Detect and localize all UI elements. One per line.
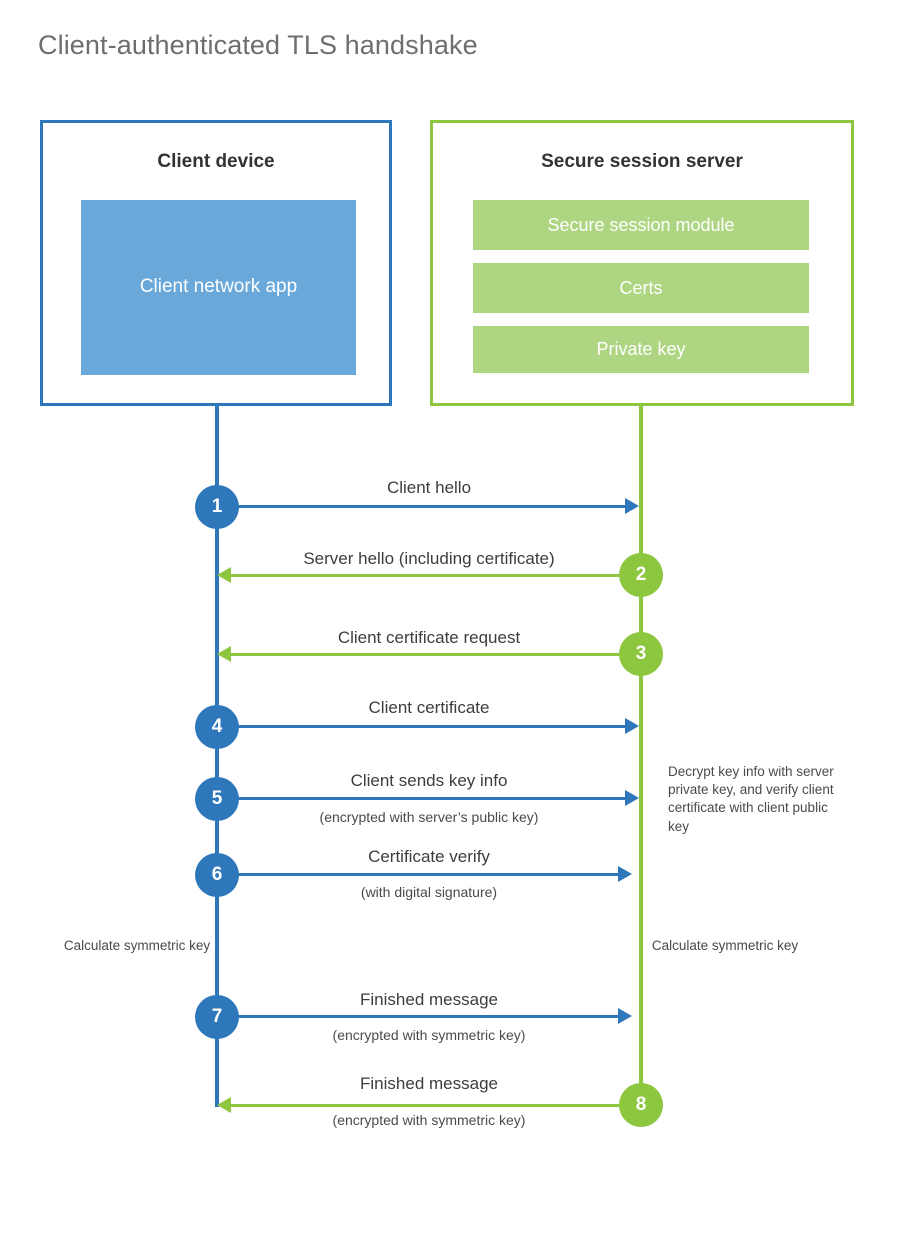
step-3-arrow-line: [231, 653, 641, 656]
server-block-secure-session-module: Secure session module: [473, 200, 809, 250]
step-2-label: Server hello (including certificate): [303, 549, 555, 568]
step-8-sublabel: (encrypted with symmetric key): [332, 1112, 526, 1128]
step-6-arrow-line: [217, 873, 620, 876]
server-calculate-symmetric-key-annotation: Calculate symmetric key: [651, 938, 799, 953]
step-circle-4[interactable]: 4: [195, 705, 239, 749]
client-device-title: Client device: [157, 151, 275, 172]
step-circle-8[interactable]: 8: [619, 1083, 663, 1127]
client-lifeline: [215, 403, 219, 1107]
step-circle-2[interactable]: 2: [619, 553, 663, 597]
step-circle-6[interactable]: 6: [195, 853, 239, 897]
client-calculate-symmetric-key-annotation: Calculate symmetric key: [63, 938, 211, 953]
step-2-arrow-line: [231, 574, 641, 577]
client-device-box: Client device Client network app: [40, 120, 392, 406]
step-4-arrow-line: [217, 725, 627, 728]
step-7-sublabel: (encrypted with symmetric key): [332, 1027, 526, 1043]
server-decrypt-annotation: Decrypt key info with server private key…: [668, 764, 834, 834]
step-6-label: Certificate verify: [368, 847, 490, 866]
step-7-arrow-head: [618, 1008, 632, 1024]
page-title: Client-authenticated TLS handshake: [38, 30, 478, 60]
step-2-arrow-head: [217, 567, 231, 583]
step-6-arrow-head: [618, 866, 632, 882]
step-circle-5[interactable]: 5: [195, 777, 239, 821]
step-circle-3[interactable]: 3: [619, 632, 663, 676]
server-lifeline: [639, 403, 643, 1107]
step-1-arrow-head: [625, 498, 639, 514]
server-block-certs: Certs: [473, 263, 809, 313]
step-4-arrow-head: [625, 718, 639, 734]
secure-session-server-title: Secure session server: [541, 151, 743, 172]
step-1-label: Client hello: [386, 478, 472, 497]
step-4-label: Client certificate: [368, 698, 490, 717]
step-5-label: Client sends key info: [350, 771, 508, 790]
step-7-arrow-line: [217, 1015, 620, 1018]
step-5-arrow-line: [217, 797, 627, 800]
step-circle-7[interactable]: 7: [195, 995, 239, 1039]
step-8-label: Finished message: [360, 1074, 498, 1093]
step-8-arrow-head: [217, 1097, 231, 1113]
step-7-label: Finished message: [360, 990, 498, 1009]
step-6-sublabel: (with digital signature): [360, 884, 498, 900]
secure-session-server-box: Secure session server Secure session mod…: [430, 120, 854, 406]
step-5-sublabel: (encrypted with server’s public key): [319, 809, 539, 825]
step-circle-1[interactable]: 1: [195, 485, 239, 529]
step-5-arrow-head: [625, 790, 639, 806]
step-8-arrow-line: [231, 1104, 641, 1107]
client-network-app-block: Client network app: [81, 200, 356, 375]
step-1-arrow-line: [217, 505, 627, 508]
step-3-label: Client certificate request: [337, 628, 521, 647]
server-block-private-key: Private key: [473, 326, 809, 373]
step-3-arrow-head: [217, 646, 231, 662]
